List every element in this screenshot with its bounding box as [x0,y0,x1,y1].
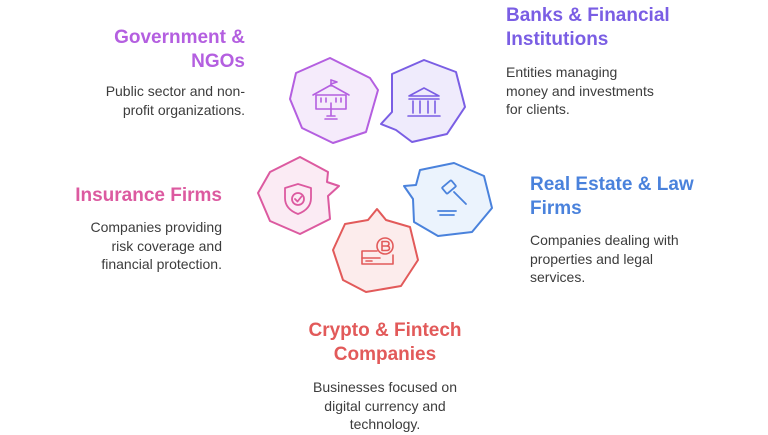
bank-icon [407,87,441,117]
government-hexagon [289,57,379,144]
insurance-title: Insurance Firms [75,185,222,206]
bitcoin-card-icon [361,237,394,265]
crypto-node [332,208,419,293]
real-estate-hexagon [403,162,493,237]
government-building-icon [312,79,350,120]
government-node [289,57,379,144]
gavel-icon [437,179,467,216]
real-estate-node [403,162,493,237]
banks-node [380,59,466,143]
insurance-node [257,156,340,235]
government-description: Public sector and non-profit organizatio… [105,83,245,118]
government-title: Government &NGOs [114,27,245,72]
shield-check-icon [284,183,312,215]
insurance-hexagon [257,156,340,235]
banks-hexagon [380,59,466,143]
